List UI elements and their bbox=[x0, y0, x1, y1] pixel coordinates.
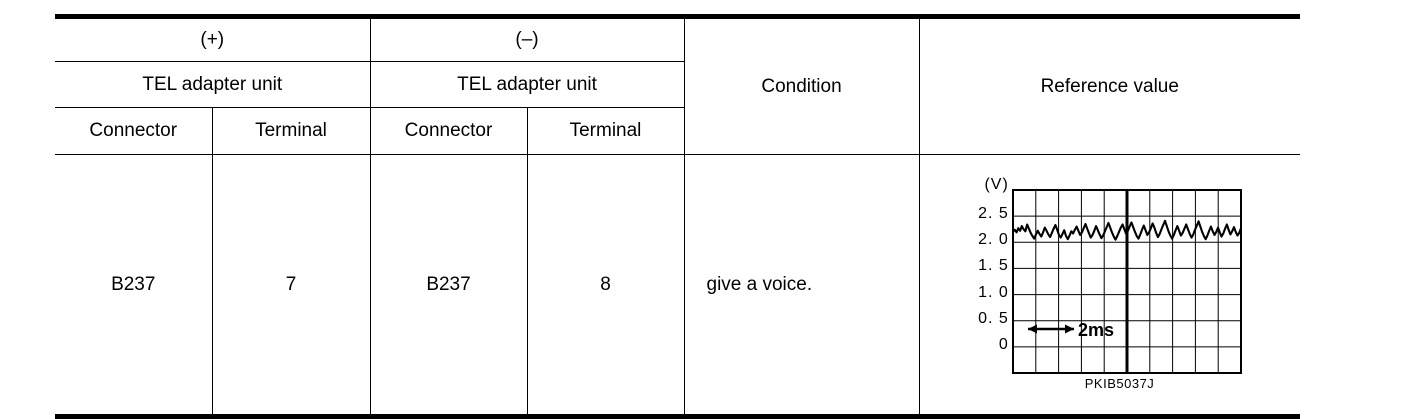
scope-y-tick-label: 2. 5 bbox=[978, 205, 1009, 223]
cell-negative-terminal: 8 bbox=[526, 154, 685, 419]
scope-y-tick-label: 2. 0 bbox=[978, 231, 1009, 249]
scope-grid: 2ms bbox=[1011, 189, 1242, 374]
header-negative-unit: TEL adapter unit bbox=[369, 61, 685, 108]
cell-positive-terminal: 7 bbox=[211, 154, 371, 419]
header-positive-terminal: Terminal bbox=[211, 107, 371, 155]
time-marker-label: 2ms bbox=[1078, 320, 1114, 340]
scope-y-axis-labels: 2. 5 2. 0 1. 5 1. 0 0. 5 0 (V) bbox=[965, 177, 1009, 362]
scope-y-tick-label: 1. 5 bbox=[978, 257, 1009, 275]
scope-y-axis-unit: (V) bbox=[984, 176, 1009, 193]
scope-time-marker: 2ms bbox=[1027, 320, 1114, 340]
cell-positive-connector: B237 bbox=[55, 154, 213, 419]
scope-y-tick-label: 1. 0 bbox=[978, 283, 1009, 301]
header-negative-connector: Connector bbox=[369, 107, 528, 155]
figure-caption: PKIB5037J bbox=[1084, 376, 1155, 391]
table-row: B237 7 B237 8 give a voice. 2. 5 2. 0 1. 5… bbox=[55, 154, 1301, 419]
positive-sign-label: (+) bbox=[200, 29, 225, 50]
header-reference-value: Reference value bbox=[918, 14, 1301, 155]
scope-y-tick-label: 0. 5 bbox=[978, 309, 1009, 327]
scope-svg: 2ms bbox=[1011, 189, 1242, 374]
time-marker-arrow-right-icon bbox=[1064, 324, 1074, 334]
scope-waveform-trace bbox=[1011, 219, 1242, 241]
header-positive-sign: (+) bbox=[55, 14, 371, 62]
header-positive-unit: TEL adapter unit bbox=[55, 61, 371, 108]
header-condition: Condition bbox=[683, 14, 920, 155]
header-row-polarity: (+) (–) Condition Reference value bbox=[55, 14, 1301, 155]
scope-y-tick-label: 0 bbox=[998, 335, 1009, 353]
negative-sign-label: (–) bbox=[515, 29, 539, 50]
cell-condition: give a voice. bbox=[683, 154, 920, 419]
cell-negative-connector: B237 bbox=[369, 154, 528, 419]
header-negative-sign: (–) bbox=[369, 14, 685, 62]
time-marker-arrow-left-icon bbox=[1027, 324, 1037, 334]
oscilloscope-figure: 2. 5 2. 0 1. 5 1. 0 0. 5 0 (V) bbox=[965, 177, 1255, 392]
circuit-inspection-table: (+) (–) Condition Reference value TEL ad… bbox=[55, 14, 1301, 419]
cell-reference-value: 2. 5 2. 0 1. 5 1. 0 0. 5 0 (V) bbox=[918, 154, 1301, 419]
header-row-unit: TEL adapter unit TEL adapter unit bbox=[55, 61, 1300, 108]
header-positive-connector: Connector bbox=[55, 107, 213, 155]
header-negative-terminal: Terminal bbox=[526, 107, 685, 155]
